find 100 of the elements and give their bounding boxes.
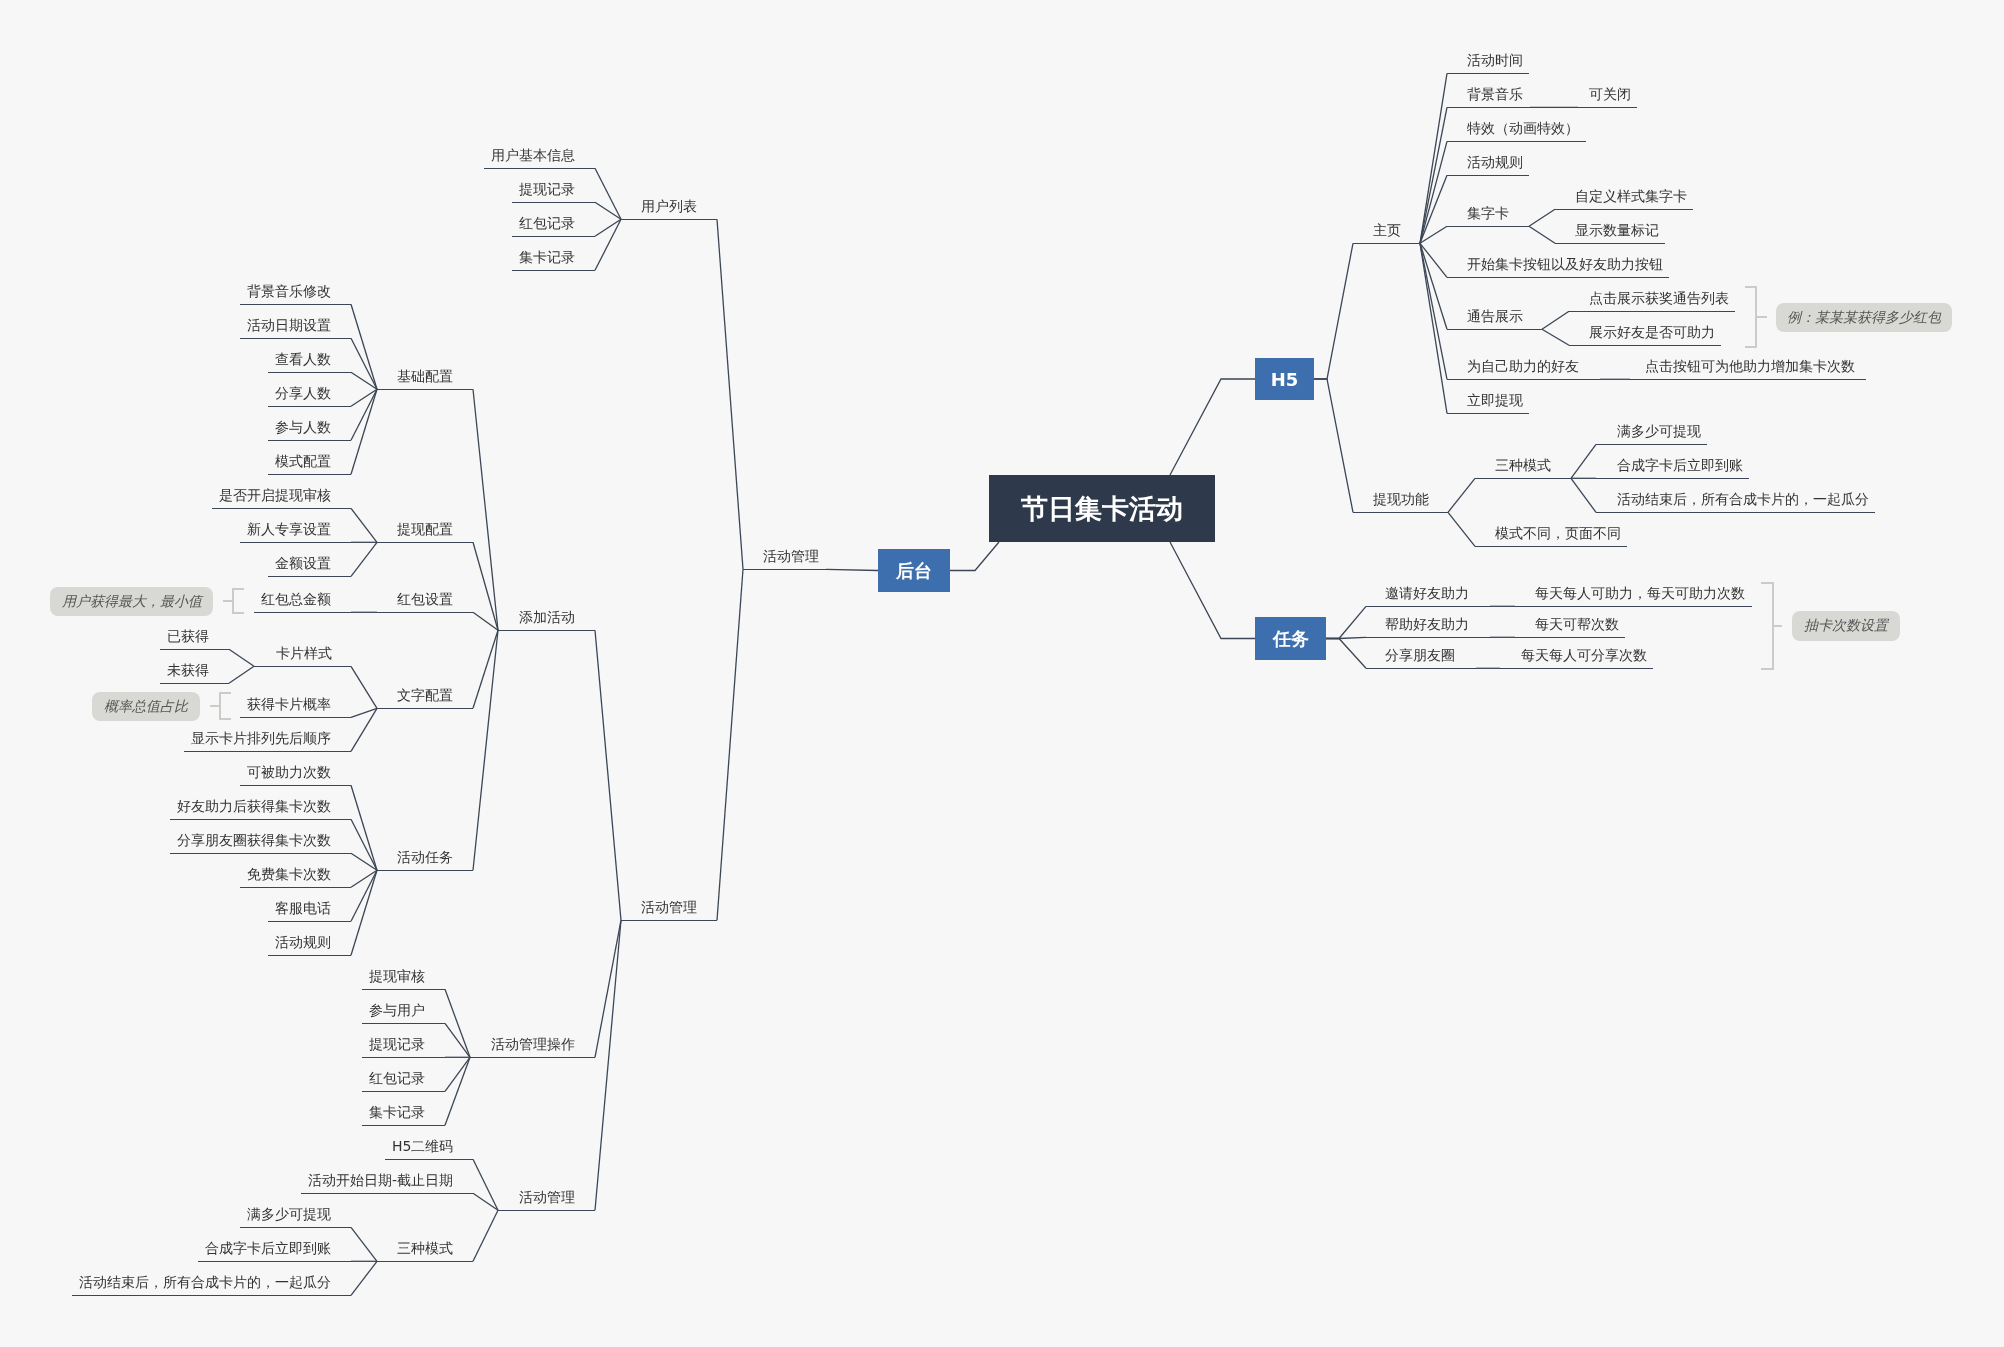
branch-line — [350, 388, 378, 441]
branch-line — [1541, 328, 1570, 346]
branch-line — [1570, 477, 1597, 513]
summary-note: 用户获得最大，最小值 — [50, 587, 213, 616]
branch-line — [1528, 225, 1556, 244]
topic-label: 基础配置 — [377, 364, 473, 390]
topic-label: 获得卡片概率 — [240, 692, 351, 718]
topic-label: 集卡记录 — [512, 245, 595, 271]
topic-label: 活动日期设置 — [240, 313, 351, 339]
branch-line — [1447, 477, 1476, 513]
branch-line — [350, 869, 378, 956]
topic-label: 显示卡片排列先后顺序 — [184, 726, 351, 752]
topic-label: 满多少可提现 — [1596, 419, 1707, 445]
topic-label: 分享朋友圈 — [1366, 643, 1476, 669]
main-topic: H5 — [1255, 358, 1314, 400]
branch-line — [350, 388, 378, 407]
branch-line — [1419, 242, 1448, 278]
topic-label: 每天每人可分享次数 — [1500, 643, 1653, 669]
topic-label: 集卡记录 — [362, 1100, 445, 1126]
topic-label: 展示好友是否可助力 — [1569, 320, 1721, 346]
topic-label: 提现记录 — [362, 1032, 445, 1058]
branch-line — [594, 201, 622, 220]
branch-line — [472, 611, 499, 631]
topic-label: 查看人数 — [268, 347, 351, 373]
branch-line — [350, 541, 378, 577]
branch-line — [350, 507, 378, 543]
branch-line — [350, 852, 378, 871]
topic-label: 三种模式 — [1475, 453, 1571, 479]
topic-label: 每天可帮次数 — [1515, 612, 1625, 638]
topic-label: 卡片样式 — [254, 641, 351, 667]
topic-label: 红包设置 — [377, 587, 473, 613]
topic-label: 点击展示获奖通告列表 — [1569, 286, 1735, 312]
branch-line — [594, 919, 622, 1211]
branch-line — [350, 337, 378, 390]
topic-label: 活动结束后，所有合成卡片的，一起瓜分 — [72, 1270, 351, 1296]
topic-label: 活动管理 — [498, 1185, 595, 1211]
branch-line — [594, 218, 622, 271]
branch-line — [350, 869, 378, 922]
branch-line — [472, 541, 499, 631]
topic-label: 模式不同，页面不同 — [1475, 521, 1627, 547]
branch-line — [472, 1209, 499, 1262]
topic-label: 满多少可提现 — [240, 1202, 351, 1228]
branch-line — [350, 1260, 378, 1262]
branch-line — [1169, 378, 1256, 476]
branch-line — [350, 1260, 378, 1296]
branch-line — [350, 784, 378, 871]
topic-label: 模式配置 — [268, 449, 351, 475]
topic-label: 提现功能 — [1353, 487, 1448, 513]
main-topic: 后台 — [878, 549, 950, 592]
topic-label: 参与用户 — [362, 998, 445, 1024]
topic-label: 活动时间 — [1447, 48, 1529, 74]
topic-label: 可被助力次数 — [240, 760, 351, 786]
branch-line — [716, 568, 744, 921]
topic-label: 集字卡 — [1447, 201, 1529, 227]
topic-label: 提现审核 — [362, 964, 445, 990]
branch-line — [1419, 106, 1448, 244]
topic-label: 通告展示 — [1447, 304, 1542, 330]
topic-label: 主页 — [1353, 218, 1420, 244]
summary-note: 概率总值占比 — [92, 692, 200, 721]
topic-label: 立即提现 — [1447, 388, 1529, 414]
central-topic: 节日集卡活动 — [989, 475, 1215, 542]
branch-line — [594, 218, 622, 237]
branch-line — [444, 1056, 471, 1092]
branch-line — [1419, 242, 1448, 414]
topic-label: 开始集卡按钮以及好友助力按钮 — [1447, 252, 1669, 278]
branch-line — [472, 629, 499, 871]
main-topic: 任务 — [1255, 617, 1326, 660]
branch-line — [350, 869, 378, 888]
topic-label: 背景音乐修改 — [240, 279, 351, 305]
branch-line — [350, 665, 378, 709]
branch-line — [1528, 208, 1556, 227]
topic-label: 已获得 — [160, 624, 229, 650]
topic-label: 可关闭 — [1578, 82, 1637, 108]
branch-line — [594, 629, 622, 921]
topic-label: 每天每人可助力，每天可助力次数 — [1515, 581, 1752, 607]
topic-label: 红包记录 — [362, 1066, 445, 1092]
summary-note: 例：某某某获得多少红包 — [1776, 303, 1952, 332]
branch-line — [1447, 511, 1476, 547]
branch-line — [350, 611, 378, 613]
topic-label: 用户基本信息 — [484, 143, 595, 169]
branch-line — [1313, 378, 1354, 513]
branch-line — [1419, 225, 1448, 244]
topic-label: 用户列表 — [621, 194, 717, 220]
summary-note: 抽卡次数设置 — [1792, 611, 1900, 641]
topic-label: 文字配置 — [377, 683, 473, 709]
topic-label: 活动规则 — [268, 930, 351, 956]
topic-label: 三种模式 — [377, 1236, 473, 1262]
branch-line — [1570, 443, 1597, 479]
branch-line — [1529, 106, 1579, 108]
branch-line — [1599, 378, 1631, 380]
topic-label: 提现配置 — [377, 517, 473, 543]
topic-label: 分享人数 — [268, 381, 351, 407]
topic-label: 活动规则 — [1447, 150, 1529, 176]
topic-label: 红包总金额 — [254, 587, 351, 613]
branch-line — [825, 568, 879, 572]
topic-label: 好友助力后获得集卡次数 — [170, 794, 351, 820]
branch-line — [350, 818, 378, 871]
branch-line — [1169, 541, 1256, 640]
topic-label: 提现记录 — [512, 177, 595, 203]
topic-label: H5二维码 — [385, 1134, 473, 1160]
